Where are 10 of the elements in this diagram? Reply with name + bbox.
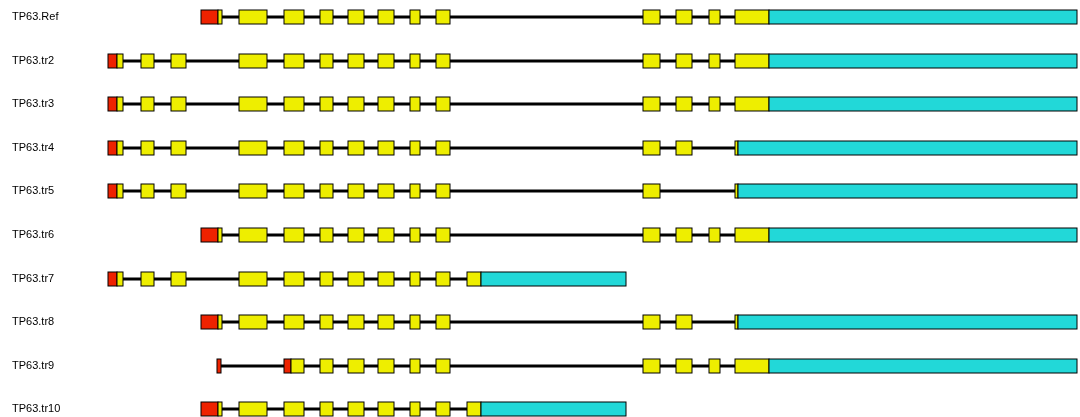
transcript-label: TP63.tr6	[12, 228, 55, 241]
transcript-label: TP63.tr7	[12, 271, 55, 285]
transcript-label: TP63.tr9	[12, 358, 55, 372]
transcript-label: TP63.tr4	[12, 140, 55, 154]
transcript-label: TP63.tr5	[12, 184, 55, 198]
transcript-label: TP63.tr10	[12, 402, 61, 416]
transcript-label: TP63.tr2	[12, 53, 55, 67]
transcript-label: TP63.Ref	[12, 10, 59, 23]
transcript-label: TP63.tr3	[12, 97, 55, 111]
transcript-label: TP63.tr8	[12, 315, 55, 329]
